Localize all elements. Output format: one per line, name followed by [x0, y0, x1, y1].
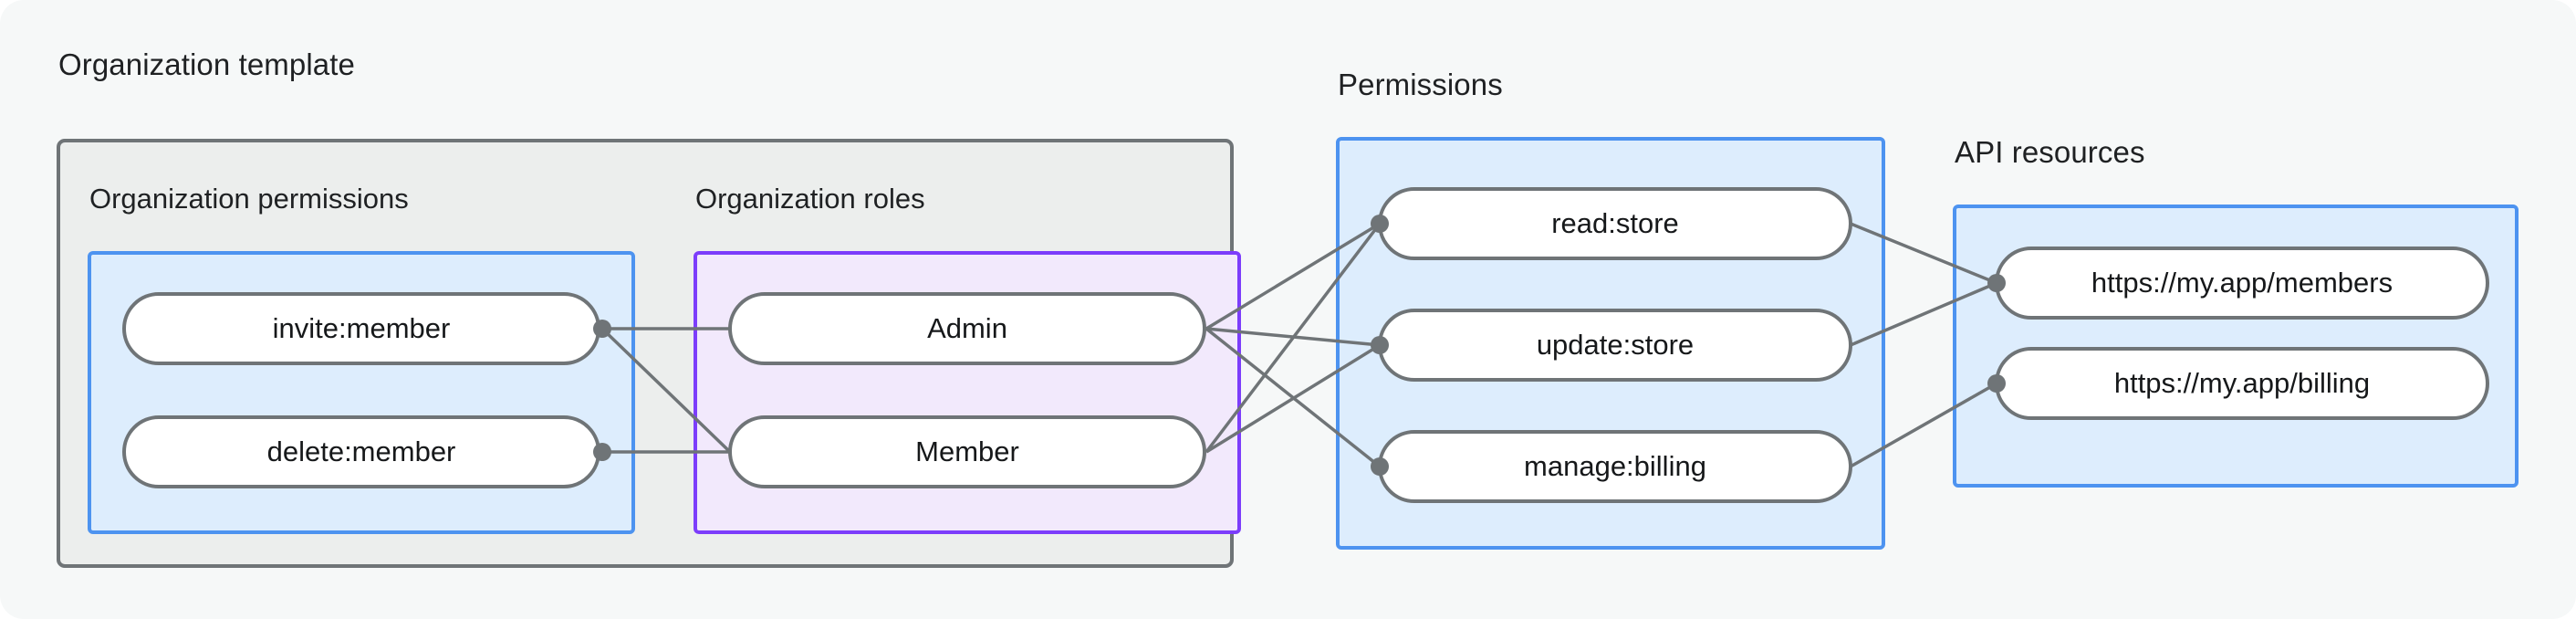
group-label-permissions: Permissions — [1338, 68, 1503, 101]
node-pill-read-store[interactable]: read:store — [1378, 187, 1852, 260]
group-label-organization-template: Organization template — [58, 47, 355, 81]
node-pill-label: https://my.app/billing — [2113, 367, 2371, 399]
node-pill-label: manage:billing — [1524, 450, 1706, 482]
node-pill-member[interactable]: Member — [728, 415, 1206, 488]
node-pill-label: Admin — [927, 312, 1007, 344]
group-label-api-resources: API resources — [1955, 135, 2145, 169]
node-pill-label: delete:member — [266, 435, 456, 467]
node-pill-delete-member[interactable]: delete:member — [122, 415, 600, 488]
node-pill-label: Member — [915, 435, 1019, 467]
subgroup-label-organization-roles: Organization roles — [695, 183, 925, 215]
subgroup-label-organization-permissions: Organization permissions — [89, 183, 409, 215]
node-pill-manage-billing[interactable]: manage:billing — [1378, 430, 1852, 503]
node-pill-update-store[interactable]: update:store — [1378, 309, 1852, 382]
node-pill-members-url[interactable]: https://my.app/members — [1995, 247, 2489, 320]
node-pill-label: invite:member — [272, 312, 451, 344]
node-pill-invite-member[interactable]: invite:member — [122, 292, 600, 365]
node-pill-label: read:store — [1551, 207, 1679, 239]
node-pill-admin[interactable]: Admin — [728, 292, 1206, 365]
node-pill-billing-url[interactable]: https://my.app/billing — [1995, 347, 2489, 420]
node-pill-label: https://my.app/members — [2091, 267, 2393, 299]
node-pill-label: update:store — [1536, 329, 1695, 361]
